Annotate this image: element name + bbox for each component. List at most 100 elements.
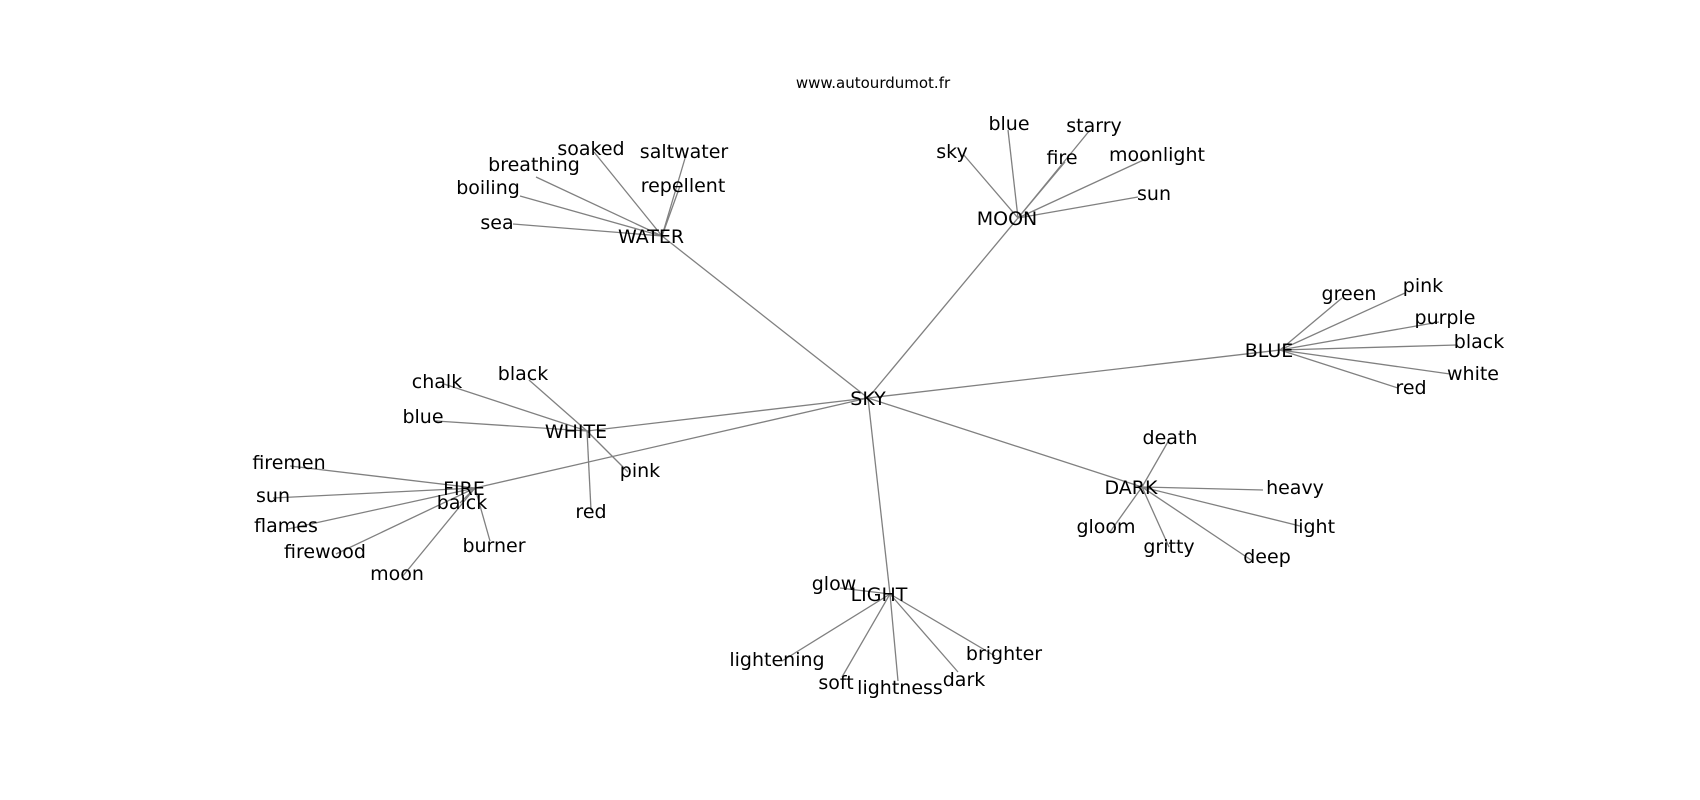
edge-root-white [586, 397, 869, 432]
hub-node-light: LIGHT [851, 584, 908, 606]
node-white-pink: pink [620, 460, 660, 482]
edge-root-blue [867, 349, 1281, 399]
edge-water-sea [512, 223, 663, 237]
edge-moon-blue [1007, 129, 1019, 219]
node-water-sea: sea [480, 212, 513, 234]
hub-node-water: WATER [618, 226, 684, 248]
edge-white-pink [586, 430, 629, 473]
edge-blue-black [1279, 344, 1458, 351]
edge-moon-moonlight [1017, 156, 1151, 219]
edge-dark-gloom [1109, 486, 1143, 533]
node-blue-red: red [1395, 377, 1426, 399]
node-moon-moonlight: moonlight [1109, 144, 1205, 166]
node-water-breathing: breathing [488, 154, 580, 176]
edge-blue-red [1279, 349, 1399, 389]
node-moon-sun: sun [1137, 183, 1171, 205]
node-fire-balck: balck [437, 492, 487, 514]
edge-root-water [661, 235, 869, 399]
node-moon-starry: starry [1066, 115, 1122, 137]
edge-water-breathing [535, 176, 663, 237]
source-url: www.autourdumot.fr [796, 74, 951, 92]
edge-fire-firemen [289, 465, 476, 489]
node-dark-heavy: heavy [1266, 477, 1324, 499]
node-fire-sun: sun [256, 485, 290, 507]
edge-moon-sun [1017, 196, 1139, 219]
edge-light-dark [889, 593, 959, 673]
edge-dark-death [1141, 439, 1170, 488]
edge-water-soaked [593, 151, 663, 237]
hub-node-moon: MOON [977, 208, 1038, 230]
edge-root-fire [474, 397, 869, 489]
node-blue-white: white [1447, 363, 1499, 385]
hub-node-fire: FIRE [443, 478, 485, 500]
node-dark-light: light [1293, 516, 1335, 538]
node-blue-black: black [1454, 331, 1504, 353]
edge-fire-burner [474, 487, 491, 542]
edge-dark-gritty [1141, 486, 1170, 548]
edge-white-red [586, 430, 592, 511]
node-fire-burner: burner [462, 535, 525, 557]
edge-light-brighter [889, 593, 996, 657]
node-moon-sky: sky [936, 141, 967, 163]
node-white-chalk: chalk [412, 371, 462, 393]
edge-white-blue [435, 420, 588, 432]
edge-water-repellent [661, 185, 681, 237]
edge-dark-heavy [1141, 486, 1264, 491]
node-blue-purple: purple [1415, 307, 1476, 329]
edge-white-chalk [443, 383, 588, 432]
edge-dark-deep [1141, 486, 1252, 561]
node-fire-firewood: firewood [284, 541, 366, 563]
node-light-dark: dark [943, 669, 986, 691]
node-fire-moon: moon [370, 563, 424, 585]
edge-light-lightness [889, 593, 899, 682]
node-water-soaked: soaked [557, 138, 624, 160]
node-blue-green: green [1322, 283, 1377, 305]
edge-fire-flames [287, 487, 476, 530]
edge-moon-fire [1017, 161, 1066, 219]
node-water-saltwater: saltwater [640, 141, 729, 163]
node-white-red: red [575, 501, 606, 523]
edge-dark-light [1141, 486, 1301, 527]
edge-blue-green [1279, 297, 1343, 351]
hub-node-blue: BLUE [1245, 340, 1294, 362]
node-light-lightening: lightening [729, 649, 824, 671]
graph-edges [272, 129, 1458, 682]
node-dark-gloom: gloom [1076, 516, 1135, 538]
node-light-brighter: brighter [966, 643, 1042, 665]
edge-blue-white [1279, 349, 1451, 375]
edge-moon-sky [962, 153, 1019, 219]
edge-light-soft [841, 593, 891, 678]
node-light-glow: glow [812, 573, 857, 595]
edge-blue-purple [1279, 321, 1440, 351]
hub-node-white: WHITE [545, 421, 607, 443]
node-white-blue: blue [402, 406, 443, 428]
edge-fire-moon [401, 487, 476, 578]
node-white-black: black [498, 363, 548, 385]
node-dark-death: death [1143, 427, 1198, 449]
node-blue-pink: pink [1403, 275, 1443, 297]
edge-blue-pink [1279, 292, 1406, 351]
edge-fire-firewood [335, 487, 476, 555]
edge-root-moon [867, 217, 1019, 399]
node-water-boiling: boiling [456, 177, 520, 199]
edge-fire-sun [272, 487, 476, 499]
node-moon-fire: fire [1046, 147, 1077, 169]
node-dark-deep: deep [1243, 546, 1291, 568]
node-fire-flames: flames [254, 515, 318, 537]
edge-water-boiling [519, 195, 663, 237]
node-moon-blue: blue [988, 113, 1029, 135]
hub-node-dark: DARK [1105, 477, 1158, 499]
edge-light-lightening [781, 593, 891, 662]
edge-light-glow [839, 587, 891, 595]
edge-root-light [867, 397, 891, 595]
edge-water-saltwater [661, 154, 687, 237]
node-fire-firemen: firemen [252, 452, 325, 474]
node-dark-gritty: gritty [1143, 536, 1194, 558]
edge-white-black [528, 379, 588, 432]
edge-root-dark [867, 397, 1143, 488]
root-node: SKY [850, 388, 886, 410]
node-water-repellent: repellent [641, 175, 726, 197]
node-light-lightness: lightness [857, 677, 943, 699]
